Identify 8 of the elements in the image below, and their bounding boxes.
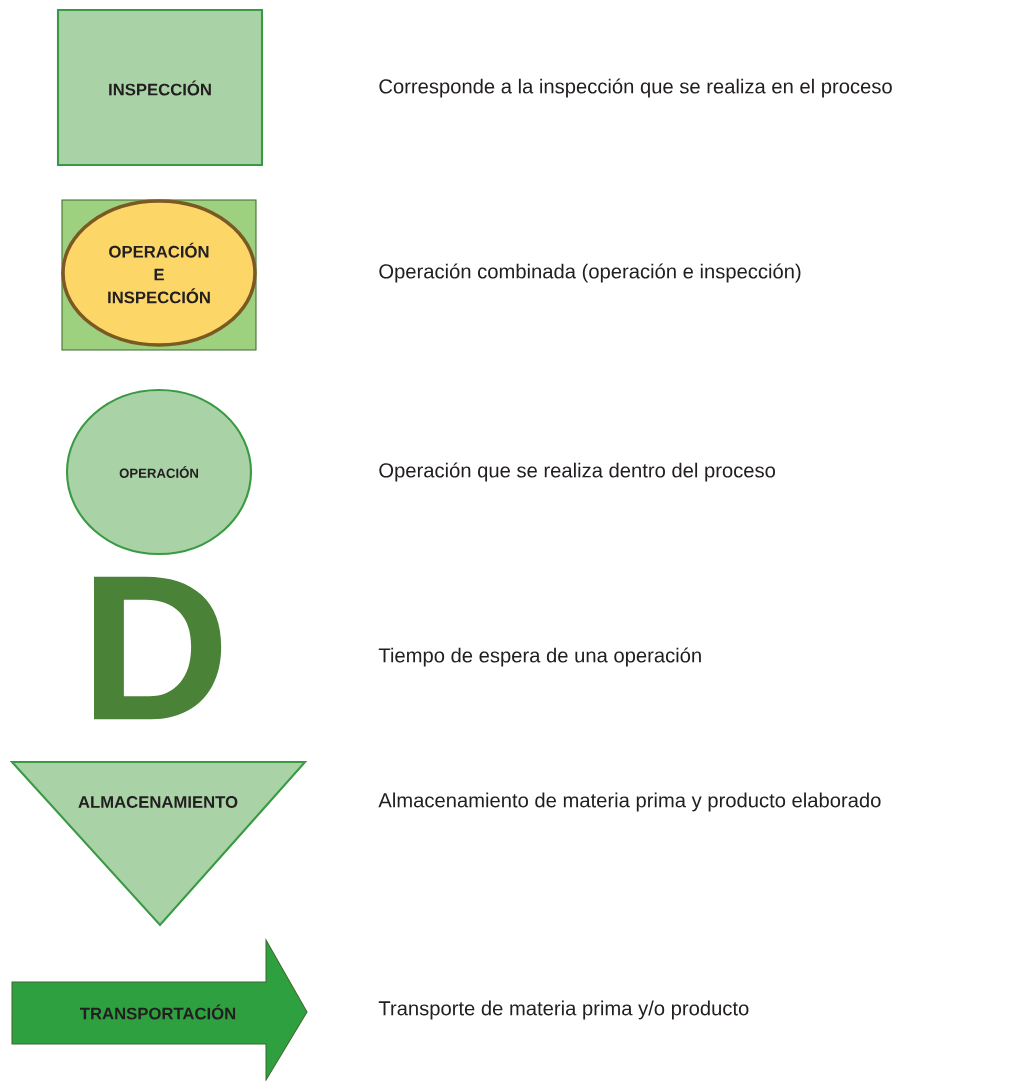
description-text: Operación combinada (operación e inspección) bbox=[379, 263, 801, 283]
description-text: Corresponde a la inspección que se realiza en el proceso bbox=[379, 78, 892, 98]
description-text: Almacenamiento de materia prima y producto elaborado bbox=[378, 792, 881, 812]
description-text: Operación que se realiza dentro del proceso bbox=[379, 462, 775, 482]
inspection-rectangle: INSPECCIÓN bbox=[56, 8, 264, 167]
description-text: Transporte de materia prima y/o producto bbox=[378, 1000, 749, 1020]
delay-symbol: D bbox=[94, 576, 222, 720]
description-text: Tiempo de espera de una operación bbox=[378, 647, 701, 667]
